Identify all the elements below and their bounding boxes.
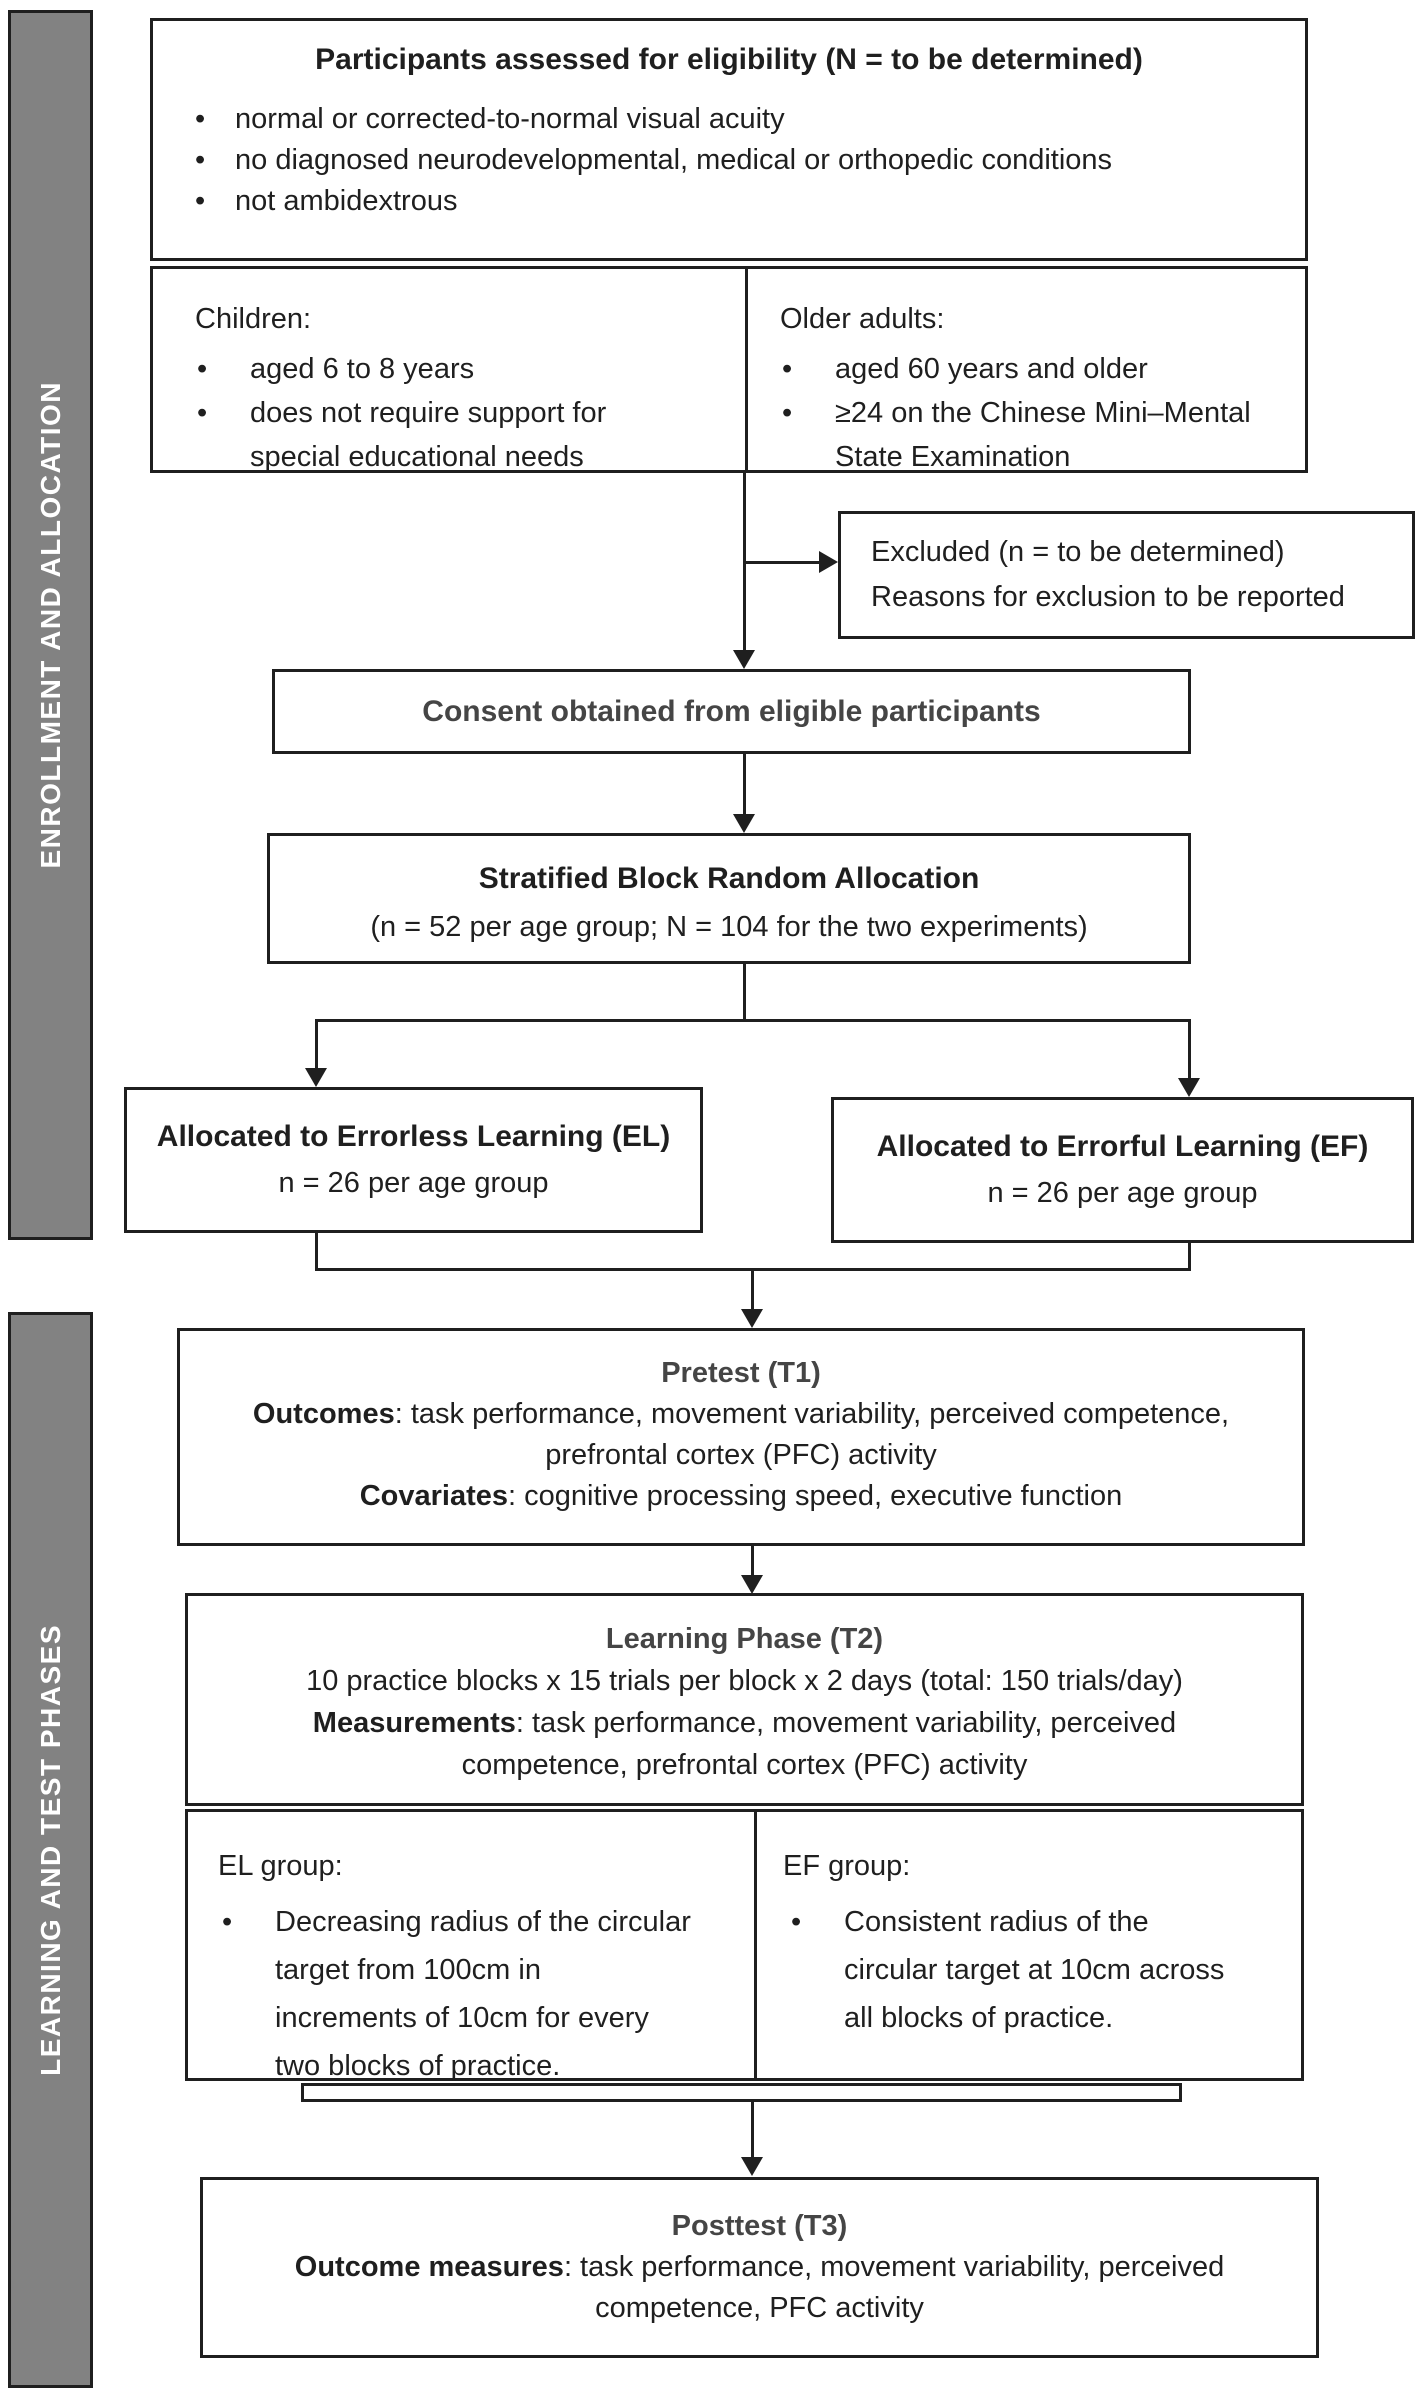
connector-down xyxy=(751,1546,754,1578)
connector-down xyxy=(743,964,746,1022)
errorless-title: Allocated to Errorless Learning (EL) xyxy=(156,1120,671,1153)
bullet-icon: • xyxy=(195,185,206,217)
children-heading: Children: xyxy=(195,303,312,335)
ef-group-bullet: • Consistent radius of the circular targ… xyxy=(783,1898,1293,2042)
posttest-outcomes-line1: Outcome measures: task performance, move… xyxy=(294,2251,1225,2283)
connector-down xyxy=(743,754,746,816)
eligibility-box: Participants assessed for eligibility (N… xyxy=(150,18,1308,261)
arrowhead-down-icon xyxy=(733,650,755,669)
bullet-icon: • xyxy=(197,397,208,429)
posttest-title: Posttest (T3) xyxy=(671,2210,848,2242)
errorful-box: Allocated to Errorful Learning (EF) n = … xyxy=(831,1097,1414,1243)
connector-down-right xyxy=(1188,1019,1191,1081)
connector-branch-excluded xyxy=(744,561,820,564)
phase-bar-learning: LEARNING AND TEST PHASES xyxy=(8,1312,93,2388)
connector-down xyxy=(751,2101,754,2158)
el-group-bullet: • Decreasing radius of the circular targ… xyxy=(218,1898,746,2090)
excluded-box: Excluded (n = to be determined) Reasons … xyxy=(838,511,1415,639)
learning-phase-measurements-line1: Measurements: task performance, movement… xyxy=(312,1707,1177,1739)
pretest-box: Pretest (T1) Outcomes: task performance,… xyxy=(177,1328,1305,1546)
errorless-box: Allocated to Errorless Learning (EL) n =… xyxy=(124,1087,703,1233)
phase-bar-learning-label: LEARNING AND TEST PHASES xyxy=(34,1624,66,2076)
older-adults-bullet: • ≥24 on the Chinese Mini–Mental State E… xyxy=(780,391,1295,479)
eligibility-bullet: • no diagnosed neurodevelopmental, medic… xyxy=(177,140,1281,181)
el-group-heading: EL group: xyxy=(218,1850,343,1882)
consent-box: Consent obtained from eligible participa… xyxy=(272,669,1191,754)
arrowhead-down-icon xyxy=(741,1575,763,1594)
children-bullet: • aged 6 to 8 years xyxy=(195,347,735,391)
children-bullet: • does not require support for special e… xyxy=(195,391,735,479)
arrowhead-down-icon xyxy=(1178,1078,1200,1097)
older-adults-heading: Older adults: xyxy=(780,303,945,335)
merge-bracket xyxy=(301,2083,1182,2102)
bullet-icon: • xyxy=(791,1906,802,1938)
posttest-box: Posttest (T3) Outcome measures: task per… xyxy=(200,2177,1319,2358)
arrowhead-down-icon xyxy=(733,814,755,833)
learning-phase-title: Learning Phase (T2) xyxy=(605,1623,884,1655)
connector-down xyxy=(751,1271,754,1312)
pretest-covariates: Covariates: cognitive processing speed, … xyxy=(359,1480,1123,1512)
connector-merge-left xyxy=(315,1233,318,1271)
arrowhead-down-icon xyxy=(741,2157,763,2176)
bullet-icon: • xyxy=(782,353,793,385)
column-divider xyxy=(754,1812,757,2078)
bullet-icon: • xyxy=(195,144,206,176)
arrowhead-right-icon xyxy=(819,551,838,573)
connector-merge-right xyxy=(1188,1243,1191,1271)
pretest-title: Pretest (T1) xyxy=(661,1357,821,1389)
errorful-subtitle: n = 26 per age group xyxy=(987,1177,1258,1209)
eligibility-title: Participants assessed for eligibility (N… xyxy=(315,43,1143,76)
learning-phase-schedule: 10 practice blocks x 15 trials per block… xyxy=(306,1665,1183,1697)
ef-group-column: EF group: • Consistent radius of the cir… xyxy=(757,1812,1301,2078)
eligibility-bullet: • normal or corrected-to-normal visual a… xyxy=(177,99,1281,140)
older-adults-column: Older adults: • aged 60 years and older … xyxy=(748,269,1305,473)
el-group-column: EL group: • Decreasing radius of the cir… xyxy=(188,1812,754,2082)
arrowhead-down-icon xyxy=(305,1068,327,1087)
posttest-outcomes-line2: competence, PFC activity xyxy=(595,2292,924,2324)
column-divider xyxy=(745,269,748,470)
learning-phase-box: Learning Phase (T2) 10 practice blocks x… xyxy=(185,1593,1304,1806)
errorless-subtitle: n = 26 per age group xyxy=(278,1167,549,1199)
allocation-box: Stratified Block Random Allocation (n = … xyxy=(267,833,1191,964)
learning-phase-measurements-line2: competence, prefrontal cortex (PFC) acti… xyxy=(461,1749,1028,1781)
allocation-subtitle: (n = 52 per age group; N = 104 for the t… xyxy=(370,911,1088,943)
consent-text: Consent obtained from eligible participa… xyxy=(422,694,1041,728)
connector-down-left xyxy=(315,1019,318,1071)
eligibility-bullet: • not ambidextrous xyxy=(177,181,1281,222)
bullet-icon: • xyxy=(782,397,793,429)
learning-groups-box: EL group: • Decreasing radius of the cir… xyxy=(185,1809,1304,2082)
phase-bar-enrollment-label: ENROLLMENT AND ALLOCATION xyxy=(34,381,66,869)
cohorts-box: Children: • aged 6 to 8 years • does not… xyxy=(150,266,1308,473)
arrowhead-down-icon xyxy=(741,1309,763,1328)
older-adults-bullet: • aged 60 years and older xyxy=(780,347,1295,391)
bullet-icon: • xyxy=(222,1906,233,1938)
excluded-line1: Excluded (n = to be determined) xyxy=(871,536,1285,568)
errorful-title: Allocated to Errorful Learning (EF) xyxy=(876,1130,1369,1163)
pretest-outcomes-line2: prefrontal cortex (PFC) activity xyxy=(545,1439,937,1471)
bullet-icon: • xyxy=(195,103,206,135)
children-column: Children: • aged 6 to 8 years • does not… xyxy=(153,269,745,473)
phase-bar-enrollment: ENROLLMENT AND ALLOCATION xyxy=(8,10,93,1240)
allocation-title: Stratified Block Random Allocation xyxy=(478,862,980,895)
ef-group-heading: EF group: xyxy=(783,1850,911,1882)
bullet-icon: • xyxy=(197,353,208,385)
excluded-line2: Reasons for exclusion to be reported xyxy=(871,581,1345,613)
pretest-outcomes-line1: Outcomes: task performance, movement var… xyxy=(252,1398,1230,1430)
connector-split xyxy=(315,1019,1191,1022)
connector-merge xyxy=(315,1268,1191,1271)
